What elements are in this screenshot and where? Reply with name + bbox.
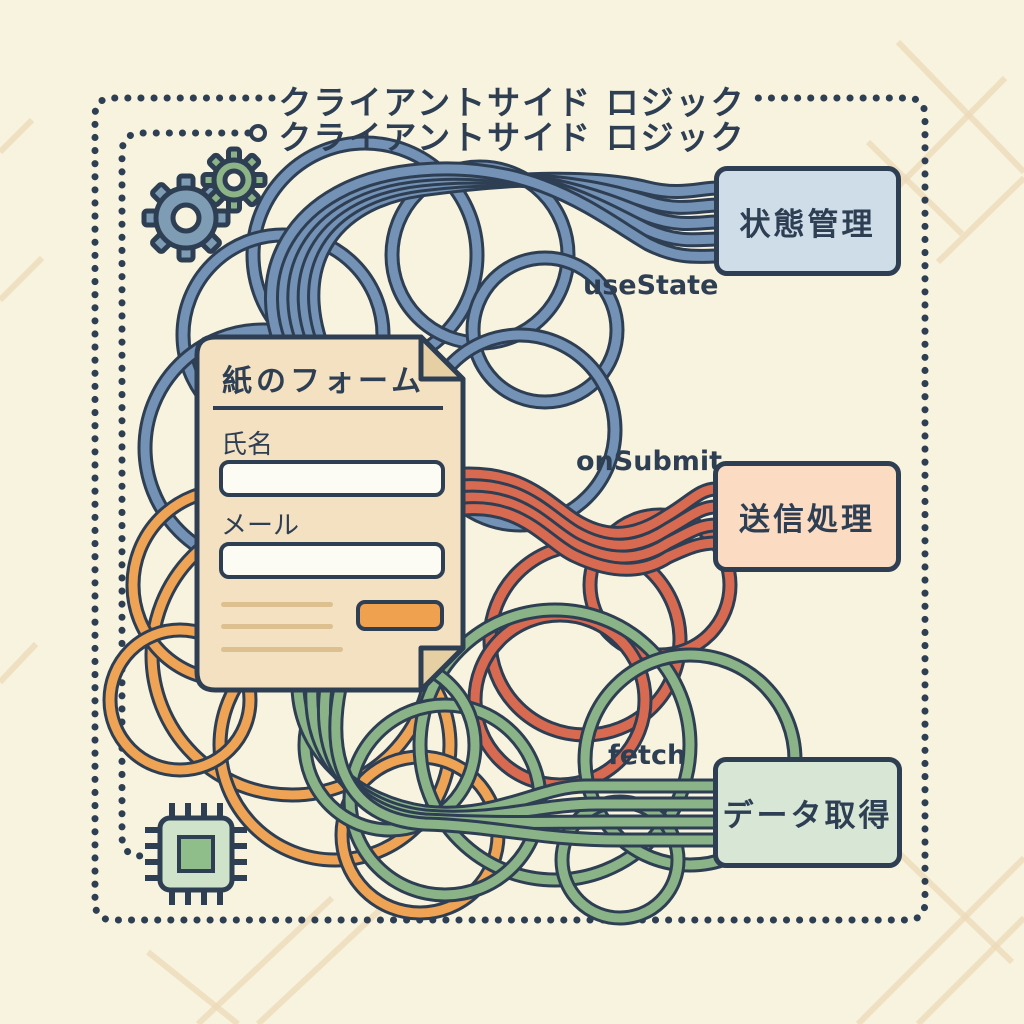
green-wire-loop <box>415 605 695 885</box>
text-line <box>221 624 333 629</box>
state-management-label: 状態管理 <box>739 206 876 243</box>
name-input[interactable] <box>219 460 445 497</box>
name-field-label: 氏名 <box>221 430 274 460</box>
paper-fold-bottom <box>418 645 466 693</box>
submit-handler-label: 送信処理 <box>739 502 875 538</box>
green-wire-strand <box>331 683 721 845</box>
diagram-title: クライアントサイド ロジック <box>278 83 746 122</box>
diagram-subtitle: クライアントサイド ロジック <box>278 118 746 157</box>
submit-button[interactable] <box>356 600 444 631</box>
red-wire-strand <box>445 504 721 574</box>
wire-label-usestate: useState <box>583 270 719 301</box>
background-pattern <box>0 39 1024 1024</box>
email-input[interactable] <box>219 542 445 579</box>
submit-handler-box: 送信処理 <box>713 461 901 572</box>
connector-end-dot <box>249 124 267 142</box>
data-fetch-label: データ取得 <box>722 798 893 834</box>
form-title: 紙のフォーム <box>222 364 426 399</box>
red-wire-strand <box>445 492 721 562</box>
dotted-border <box>91 94 929 924</box>
red-wire-strand <box>445 469 721 538</box>
wire-label-fetch: fetch <box>608 740 687 771</box>
blue-wire-strand <box>266 164 723 370</box>
email-field-label: メール <box>221 511 300 541</box>
red-wire-strand <box>445 481 721 550</box>
blue-wire-loop <box>468 253 622 407</box>
gears-icon <box>141 146 268 263</box>
wire-label-onsubmit: onSubmit <box>576 446 723 477</box>
orange-wire-loop <box>105 625 255 775</box>
text-line <box>221 602 333 607</box>
text-line <box>221 647 343 652</box>
state-management-box: 状態管理 <box>714 166 901 276</box>
chip-icon <box>145 803 247 905</box>
data-fetch-box: データ取得 <box>713 757 902 868</box>
paper-fold-top <box>418 334 466 382</box>
